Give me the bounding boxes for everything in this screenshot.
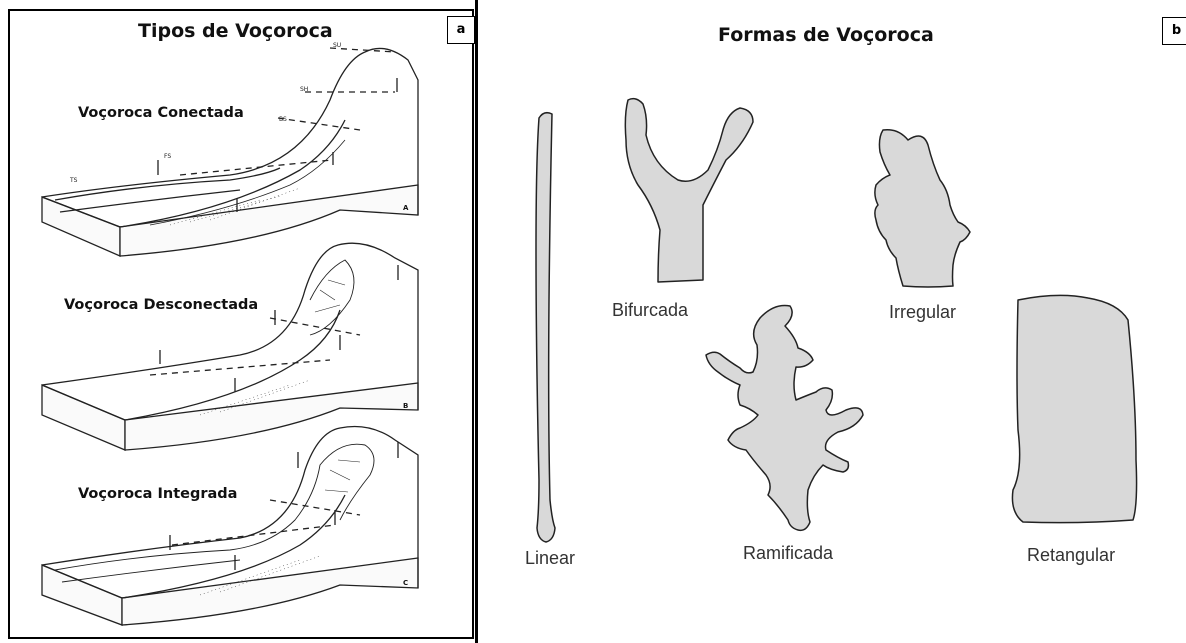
shape-label-ramificada: Ramificada bbox=[743, 543, 833, 564]
figure-letter-c: C bbox=[403, 579, 408, 587]
shape-bifurcada bbox=[625, 99, 753, 282]
shape-retangular bbox=[1012, 295, 1136, 522]
gully-label-connected: Voçoroca Conectada bbox=[78, 105, 244, 121]
panel-gully-types: Tipos de Voçoroca a SU SH BS bbox=[0, 0, 478, 643]
shape-linear bbox=[536, 113, 555, 542]
gully-label-integrated: Voçoroca Integrada bbox=[78, 486, 237, 502]
shape-irregular bbox=[875, 130, 970, 287]
shape-label-bifurcada: Bifurcada bbox=[612, 300, 688, 321]
gully-label-disconnected: Voçoroca Desconectada bbox=[64, 297, 258, 313]
shape-label-retangular: Retangular bbox=[1027, 545, 1115, 566]
shape-label-irregular: Irregular bbox=[889, 302, 956, 323]
block-diagram-integrated: C bbox=[0, 0, 478, 643]
panel-gully-shapes: Formas de Voçoroca b Linear Bifurcada Ir… bbox=[478, 0, 1186, 643]
shape-ramificada bbox=[706, 306, 863, 531]
shape-label-linear: Linear bbox=[525, 548, 575, 569]
